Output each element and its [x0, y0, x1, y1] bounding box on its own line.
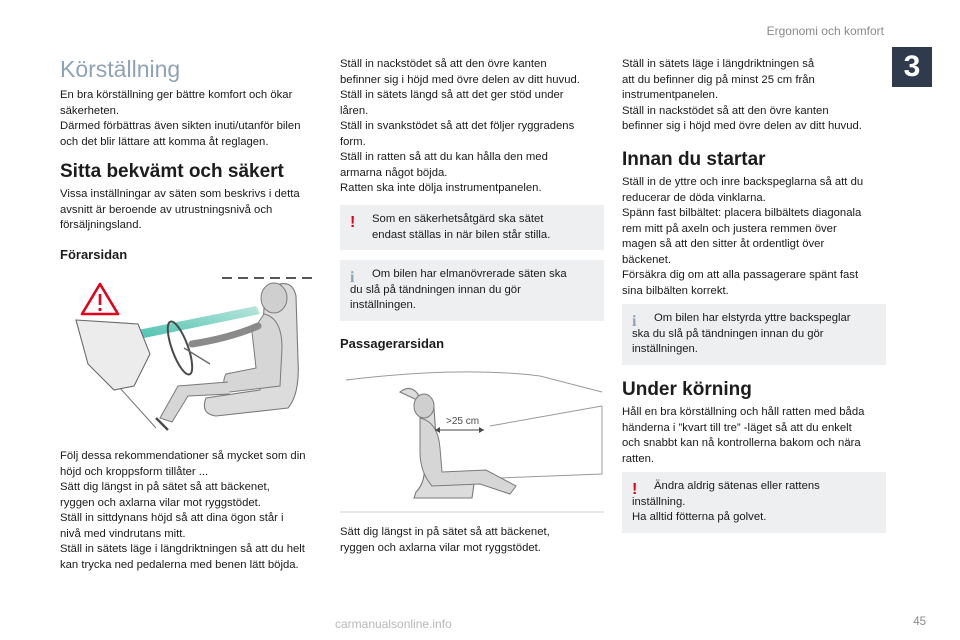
driver-recommendations-text: Följ dessa rekommendationer så mycket so…: [60, 450, 306, 571]
section-title-sitta: Sitta bekvämt och säkert: [60, 161, 284, 182]
warning-note-driving-text: Ändra aldrig sätenas eller rattens instä…: [632, 480, 820, 523]
warning-note-driving: ! Ändra aldrig sätenas eller rattens ins…: [622, 472, 886, 533]
exclamation-icon: !: [350, 214, 356, 231]
subsection-title-passagerarsidan: Passagerarsidan: [340, 336, 445, 351]
subsection-title-forarsidan: Förarsidan: [60, 247, 128, 262]
section-text-innan: Ställ in de yttre och inre backspeglarna…: [622, 176, 864, 297]
footer-watermark: carmanualsonline.info: [335, 617, 452, 631]
warning-triangle-icon: [80, 282, 120, 316]
passenger-position-illustration: >25 cm: [340, 371, 604, 513]
exclamation-icon: !: [632, 481, 638, 498]
warning-note-stationary: ! Som en säkerhetsåtgärd ska sätet endas…: [340, 205, 604, 250]
info-note-mirrors: i Om bilen har elstyrda yttre backspegla…: [622, 304, 886, 365]
section-text-sitta: Vissa inställningar av säten som beskriv…: [60, 188, 300, 231]
info-note-electric-seats: i Om bilen har elmanövrerade säten ska d…: [340, 260, 604, 321]
info-note-text: Om bilen har elmanövrerade säten ska du …: [350, 268, 567, 311]
warning-note-text: Som en säkerhetsåtgärd ska sätet endast …: [372, 213, 551, 241]
seat-adjust-text: Ställ in nackstödet så att den övre kant…: [340, 58, 580, 194]
chapter-number-badge: 3: [892, 47, 932, 87]
distance-label: >25 cm: [446, 416, 479, 427]
page-title: Körställning: [60, 56, 181, 82]
section-title-under: Under körning: [622, 379, 752, 400]
section-text-under: Håll en bra körställning och håll ratten…: [622, 406, 865, 465]
info-icon: i: [350, 269, 355, 286]
page-number: 45: [913, 616, 926, 628]
intro-text: En bra körställning ger bättre komfort o…: [60, 89, 301, 148]
passenger-seat-text: Ställ in sätets läge i längdriktningen s…: [622, 58, 862, 132]
section-title-innan: Innan du startar: [622, 149, 766, 170]
chapter-title: Ergonomi och komfort: [766, 24, 884, 38]
passenger-text: Sätt dig längst in på sätet så att bäcke…: [340, 526, 550, 554]
info-icon: i: [632, 313, 637, 330]
info-note-mirrors-text: Om bilen har elstyrda yttre backspeglar …: [632, 312, 851, 355]
driver-position-illustration: [75, 277, 312, 431]
